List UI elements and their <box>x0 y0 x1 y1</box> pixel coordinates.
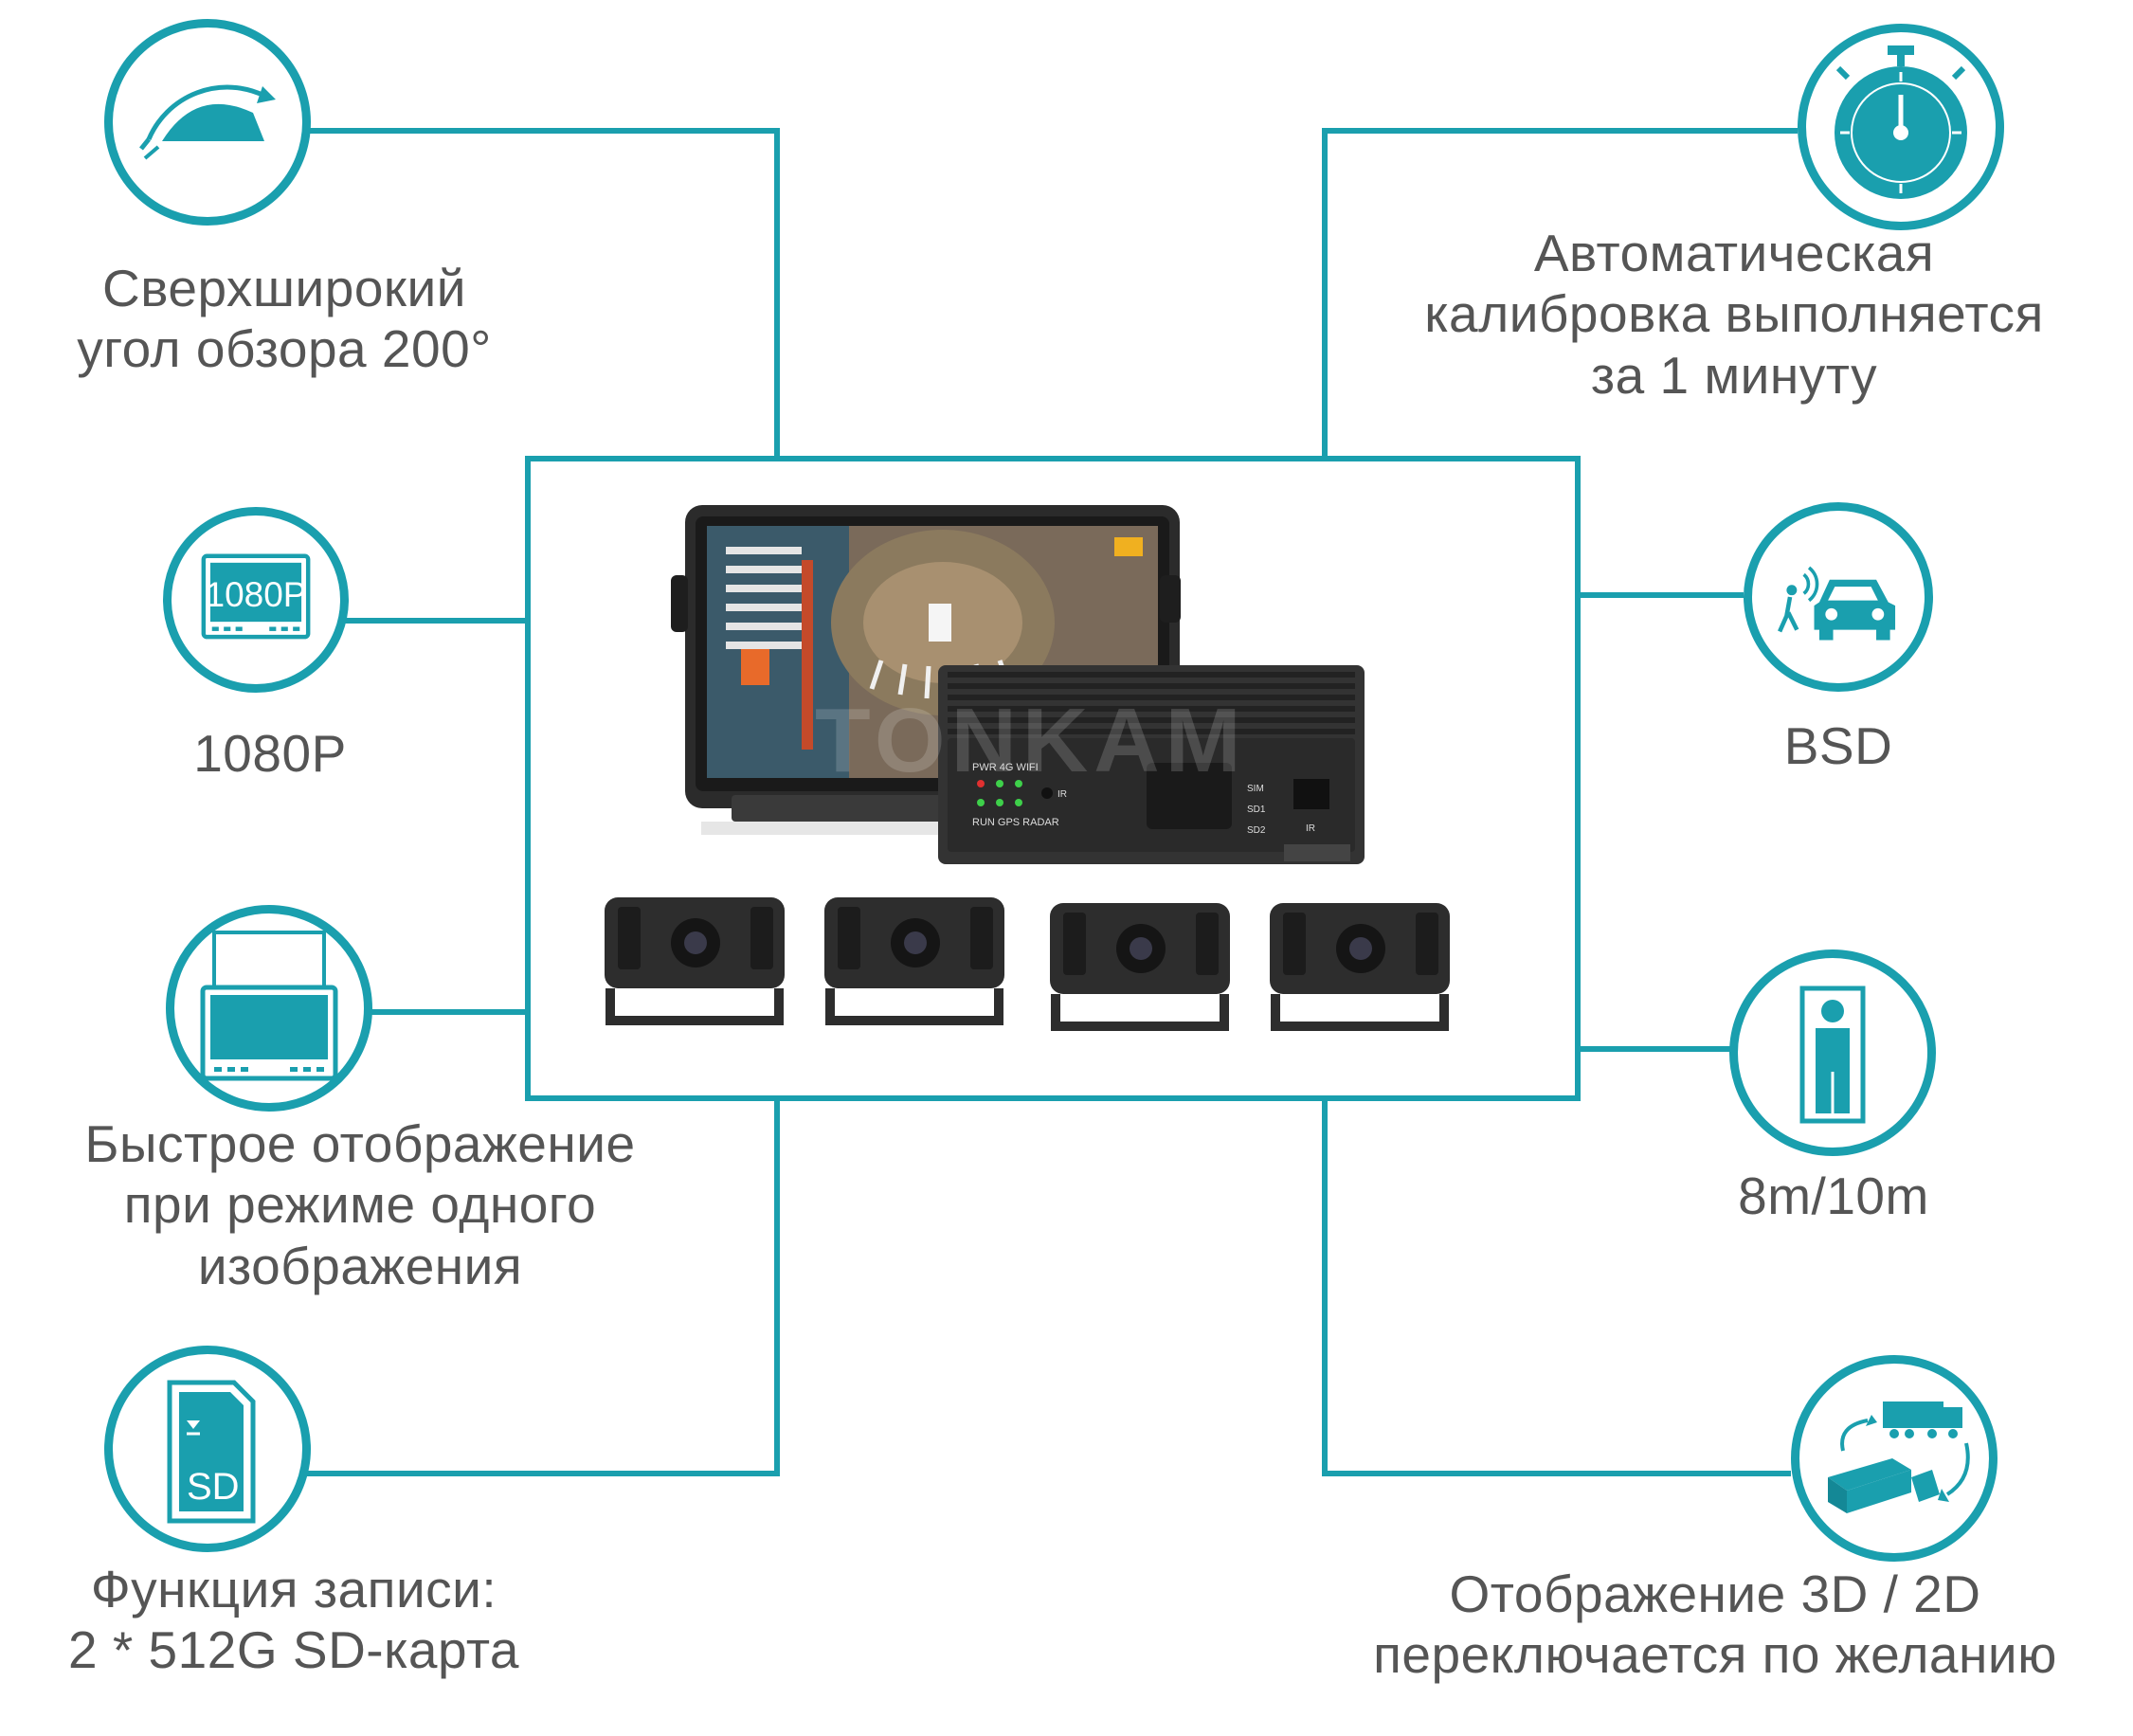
label-3d-2d-line-1: Отображение 3D / 2D <box>1449 1564 1981 1623</box>
sd-card-icon-text: SD <box>187 1466 240 1508</box>
dvr-box <box>938 665 1365 864</box>
label-stopwatch-line-1: Автоматическая <box>1533 224 1935 282</box>
dvr-label-sd2: SD2 <box>1247 825 1266 836</box>
label-bsd-line-1: BSD <box>1783 716 1893 775</box>
dvr-label-ir-left: IR <box>1057 789 1067 800</box>
connector-stopwatch <box>1322 128 1798 456</box>
product-image: PWR 4G WIFI RUN GPS RADAR IR SIM SD1 SD2… <box>525 456 1581 1101</box>
dvr-label-top-row: PWR 4G WIFI <box>972 762 1039 773</box>
dvr-label-ir-right: IR <box>1306 823 1315 834</box>
car-pedestrian-sensor-icon <box>1744 502 1933 692</box>
dvr-label-bottom-row: RUN GPS RADAR <box>972 817 1059 828</box>
label-monitor-line-1: Быстрое отображение <box>84 1114 636 1173</box>
product-illustration: PWR 4G WIFI RUN GPS RADAR IR SIM SD1 SD2… <box>605 505 1450 1031</box>
trucks-3d-2d-icon <box>1791 1355 1997 1562</box>
sd-card-icon: SD <box>104 1346 311 1552</box>
pedestrian-warning-icon <box>1729 949 1936 1156</box>
label-monitor-line-2: при режиме одного <box>123 1175 597 1235</box>
watermark: TONKAM <box>815 690 1247 791</box>
resolution-1080p-icon-text: 1080P <box>205 575 307 614</box>
label-stopwatch-line-2: калибровка выполняется <box>1424 284 2044 344</box>
label-wide-angle: Сверхширокий угол обзора 200° <box>19 258 550 380</box>
camera-4 <box>1270 903 1450 1031</box>
monitor-single-view-icon <box>166 905 372 1112</box>
label-wide-angle-line-2: угол обзора 200° <box>77 319 492 379</box>
camera-2 <box>824 897 1004 1025</box>
stopwatch-icon <box>1798 24 2004 230</box>
wide-angle-icon <box>104 19 311 226</box>
label-sd-card-line-1: Функция записи: <box>90 1560 497 1618</box>
dvr-label-sim: SIM <box>1247 784 1264 794</box>
camera-3 <box>1050 903 1230 1031</box>
connector-wide-angle <box>301 128 780 456</box>
label-3d-2d: Отображение 3D / 2D переключается по жел… <box>1298 1564 2132 1686</box>
dvr-label-sd1: SD1 <box>1247 805 1266 815</box>
label-stopwatch-line-3: за 1 минуту <box>1590 345 1878 405</box>
resolution-1080p-icon: 1080P <box>163 507 349 693</box>
label-3d-2d-line-2: переключается по желанию <box>1373 1625 2057 1685</box>
label-pedestrian-line-1: 8m/10m <box>1738 1166 1929 1225</box>
label-1080p: 1080P <box>133 723 407 784</box>
label-wide-angle-line-1: Сверхширокий <box>102 259 466 317</box>
label-monitor: Быстрое отображение при режиме одного из… <box>19 1113 701 1296</box>
label-monitor-line-3: изображения <box>197 1236 523 1295</box>
camera-1 <box>605 897 785 1025</box>
label-pedestrian: 8m/10m <box>1687 1166 1980 1226</box>
connector-sd-card <box>301 1101 780 1476</box>
connector-3d-2d <box>1322 1101 1791 1476</box>
label-stopwatch: Автоматическая калибровка выполняется за… <box>1346 223 2123 406</box>
label-sd-card-line-2: 2 * 512G SD-карта <box>68 1620 519 1680</box>
label-sd-card: Функция записи: 2 * 512G SD-карта <box>19 1559 569 1681</box>
label-1080p-line-1: 1080P <box>193 724 347 783</box>
label-bsd: BSD <box>1706 715 1971 776</box>
